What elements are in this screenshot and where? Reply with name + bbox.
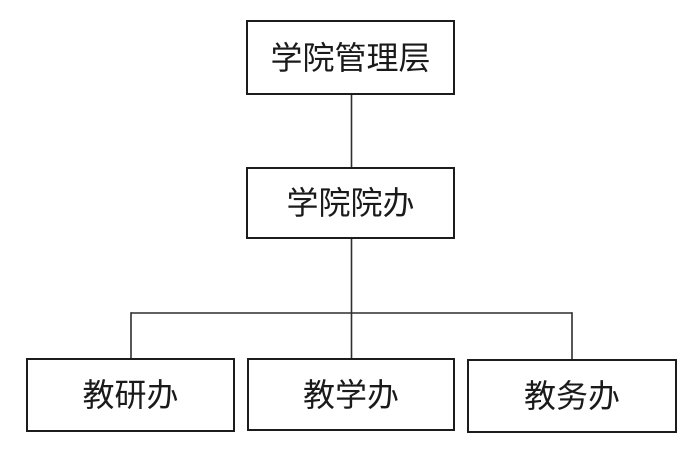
node-management: 学院管理层 (246, 20, 455, 95)
node-academic-affairs-office: 教务办 (467, 359, 677, 433)
node-dean-office-label: 学院院办 (286, 184, 415, 222)
node-management-label: 学院管理层 (270, 38, 431, 77)
node-dean-office: 学院院办 (246, 167, 455, 239)
node-teaching-office-label: 教学办 (302, 375, 399, 414)
node-teaching-research-office: 教研办 (26, 358, 235, 432)
node-teaching-office: 教学办 (247, 358, 455, 431)
node-teaching-research-office-label: 教研办 (82, 376, 179, 414)
node-academic-affairs-office-label: 教务办 (523, 377, 620, 415)
